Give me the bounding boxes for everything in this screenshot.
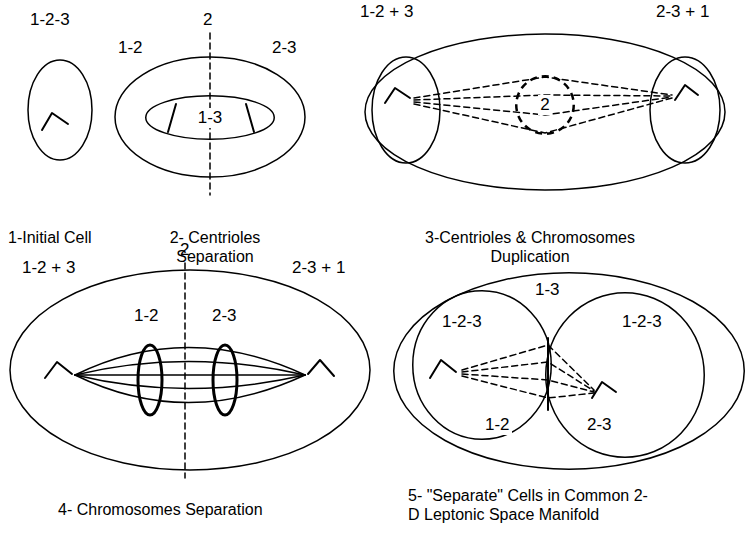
centriole-pair (430, 360, 456, 378)
daughter-region (372, 57, 440, 163)
cell-outline (365, 34, 725, 190)
region-label: 2 (203, 10, 212, 30)
region-label: 2 (538, 95, 551, 115)
centriole-pair (308, 360, 334, 376)
region-label: 1-2-3 (440, 312, 484, 332)
ellipse-outline (394, 273, 745, 470)
centriole (168, 104, 176, 132)
region-label: 1-2 + 3 (22, 258, 75, 278)
chromosome-region: 1-3 (145, 95, 275, 140)
region-label: 1-2 + 3 (360, 2, 413, 22)
centriole-pair (45, 362, 72, 378)
region-label: 1-2 (483, 415, 512, 435)
region-label: 2-3 + 1 (292, 258, 345, 278)
region-label: 2 (180, 240, 189, 260)
spindle-fibres (462, 345, 594, 398)
centriole-pair (592, 382, 616, 398)
stage-caption: 2- Centrioles Separation (150, 228, 280, 266)
region-label: 2-3 (272, 38, 297, 58)
region-label: 1-2 (118, 38, 143, 58)
spindle-fibres (414, 77, 672, 133)
chromosome-region: 2 (515, 75, 575, 135)
region-label: 2-3 (585, 415, 614, 435)
chromosome-set (138, 345, 162, 415)
stage-caption: 1-Initial Cell (8, 228, 92, 247)
region-label: 1-3 (533, 280, 562, 300)
leptonic-manifold: 1-3 1-2 2-3 1-2-3 1-2-3 (393, 272, 745, 470)
region-label: 1-2 (134, 306, 159, 326)
daughter-cell: 1-2-3 (545, 292, 705, 458)
centriole-pair (42, 113, 68, 130)
region-label: 2-3 + 1 (656, 2, 709, 22)
region-label: 2-3 (212, 306, 237, 326)
stage-caption: 3-Centrioles & Chromosomes Duplication (400, 228, 660, 266)
ellipse-outline (413, 291, 552, 440)
stage-caption: 5- "Separate" Cells in Common 2-D Lepton… (408, 486, 658, 524)
region-label: 1-3 (196, 108, 225, 128)
centriole-pair (675, 85, 698, 100)
chromosome-set (213, 345, 237, 415)
stage-caption: 4- Chromosomes Separation (58, 500, 263, 519)
daughter-region (650, 57, 720, 163)
region-label: 1-2-3 (620, 312, 664, 332)
ellipse-outline (516, 76, 574, 134)
division-axis (184, 263, 186, 478)
centriole-pair (385, 88, 410, 103)
ellipse-outline (546, 293, 705, 458)
centriole (246, 104, 254, 132)
cell-outline (10, 270, 370, 470)
daughter-cell: 1-2-3 (412, 290, 552, 440)
ellipse-outline (146, 96, 275, 140)
initial-cell (28, 60, 92, 160)
region-label: 1-2-3 (30, 10, 70, 30)
spindle-fibres (75, 348, 305, 403)
